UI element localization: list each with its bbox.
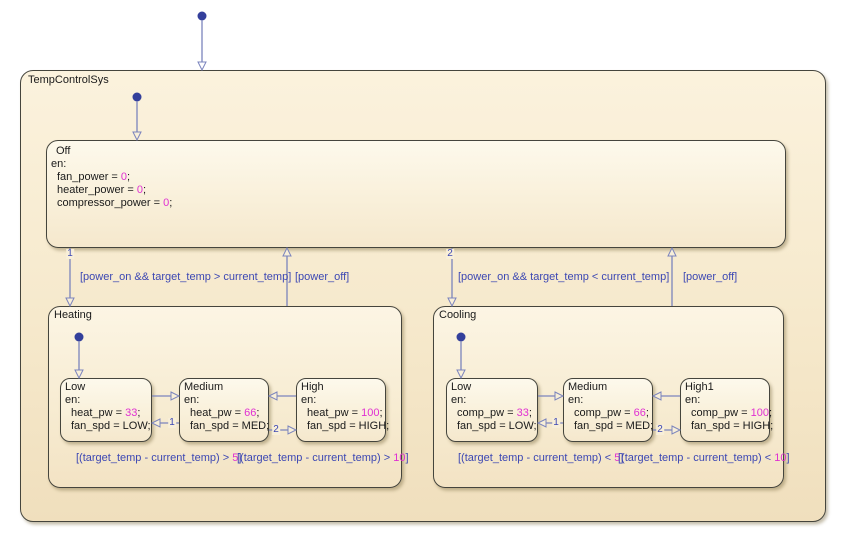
transition-order-off-heating: 1 [66,248,74,259]
entry-action: fan_spd = MED; [574,420,654,432]
transition-condition-heating-medium-high[interactable]: [(target_temp - current_temp) > 10] [237,452,409,464]
transition-order-heating-medium-high: 2 [272,424,280,435]
transition-order-off-cooling: 2 [446,248,454,259]
default-transition-dot [197,11,207,21]
state-title: Medium [568,381,608,393]
transition-order-cooling-medium-low: 1 [552,417,560,428]
state-title: Medium [184,381,224,393]
entry-action: comp_pw = 33; [457,407,532,419]
entry-action: fan_spd = MED; [190,420,270,432]
entry-action: compressor_power = 0; [57,197,173,209]
entry-keyword: en: [568,394,584,406]
state-title: Low [451,381,472,393]
entry-keyword: en: [301,394,317,406]
state-title: High [301,381,324,393]
state-title: Low [65,381,86,393]
entry-keyword: en: [184,394,200,406]
entry-action: fan_spd = HIGH; [307,420,390,432]
entry-keyword: en: [685,394,701,406]
entry-action: comp_pw = 100; [691,407,773,419]
state-heating-high[interactable]: High en: heat_pw = 100; fan_spd = HIGH; [296,378,390,442]
transition-condition-cooling-off[interactable]: [power_off] [683,271,738,283]
transition-condition-heating-low-medium[interactable]: [(target_temp - current_temp) > 5] [76,452,242,464]
state-cooling-medium[interactable]: Medium en: comp_pw = 66; fan_spd = MED; [563,378,653,442]
state-title: High1 [685,381,714,393]
entry-action: heat_pw = 100; [307,407,383,419]
state-off[interactable]: Off en: fan_power = 0; heater_power = 0;… [46,140,786,248]
state-heating-low[interactable]: Low en: heat_pw = 33; fan_spd = LOW; [60,378,152,442]
entry-keyword: en: [65,394,81,406]
entry-action: fan_power = 0; [57,171,131,183]
state-title-off: Off [56,145,71,157]
default-transition-root[interactable] [197,11,207,72]
state-heating-medium[interactable]: Medium en: heat_pw = 66; fan_spd = MED; [179,378,269,442]
transition-condition-cooling-low-medium[interactable]: [(target_temp - current_temp) < 5] [458,452,624,464]
entry-keyword: en: [451,394,467,406]
arrowhead [197,61,207,72]
state-cooling-low[interactable]: Low en: comp_pw = 33; fan_spd = LOW; [446,378,538,442]
state-cooling-high1[interactable]: High1 en: comp_pw = 100; fan_spd = HIGH; [680,378,774,442]
transition-condition-heating-off[interactable]: [power_off] [295,271,350,283]
entry-action: fan_spd = LOW; [457,420,537,432]
entry-action: comp_pw = 66; [574,407,649,419]
transition-condition-off-heating[interactable]: [power_on && target_temp > current_temp] [80,271,292,283]
entry-action: fan_spd = LOW; [71,420,151,432]
transition-order-cooling-medium-high1: 2 [656,424,664,435]
state-title-tempcontrolsys: TempControlSys [28,74,109,86]
transition-condition-off-cooling[interactable]: [power_on && target_temp < current_temp] [458,271,670,283]
state-title-heating: Heating [54,309,92,321]
state-title-cooling: Cooling [439,309,477,321]
transition-order-heating-medium-low: 1 [168,417,176,428]
transition-condition-cooling-medium-high1[interactable]: [(target_temp - current_temp) < 10] [618,452,790,464]
entry-action: fan_spd = HIGH; [691,420,774,432]
entry-action: heater_power = 0; [57,184,146,196]
entry-action: heat_pw = 33; [71,407,141,419]
entry-keyword: en: [51,158,67,170]
entry-action: heat_pw = 66; [190,407,260,419]
